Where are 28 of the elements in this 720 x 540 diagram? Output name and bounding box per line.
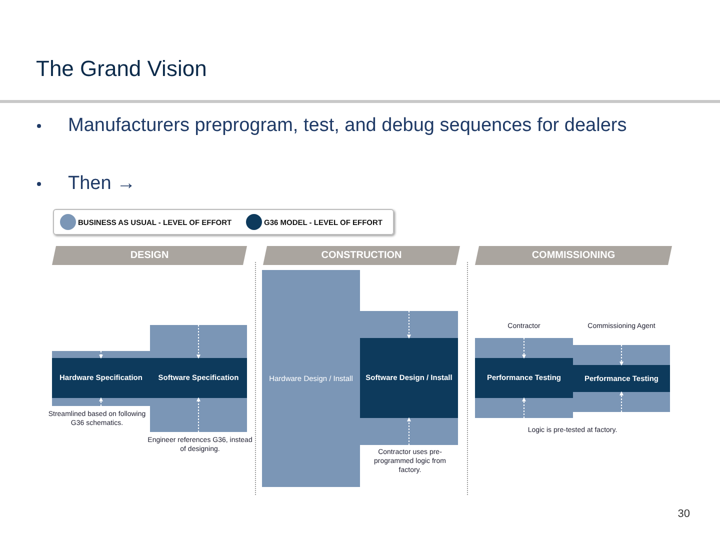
g36-effort-bar [52, 358, 150, 398]
arrow [196, 397, 200, 432]
arrow [407, 417, 411, 446]
phase-banner: CONSTRUCTION [263, 246, 460, 265]
arrow [620, 344, 624, 366]
bullet-text: Manufacturers preprogram, test, and debug sequences for dealers [68, 114, 628, 137]
g36-effort-bar [150, 358, 247, 398]
g36-effort-bar [475, 358, 573, 398]
bullet-text: Then → [68, 172, 137, 195]
effort-bar [52, 351, 150, 406]
effort-bar [475, 338, 573, 418]
phase-banner: COMMISSIONING [475, 246, 672, 265]
effort-bar [150, 325, 247, 432]
page-number: 30 [676, 508, 690, 520]
effort-bar [360, 311, 458, 445]
phase-banner: DESIGN [52, 246, 247, 265]
g36-effort-bar [360, 338, 458, 418]
arrow [99, 350, 103, 359]
arrow [522, 338, 526, 359]
g36-effort-bar [573, 365, 670, 392]
effort-bar [573, 345, 670, 412]
arrow [407, 310, 411, 339]
arrow [620, 391, 624, 412]
arrow [196, 324, 200, 359]
arrow [99, 397, 103, 406]
effort-bar [262, 270, 360, 487]
arrow [522, 397, 526, 418]
slide-title: The Grand Vision [36, 56, 207, 82]
